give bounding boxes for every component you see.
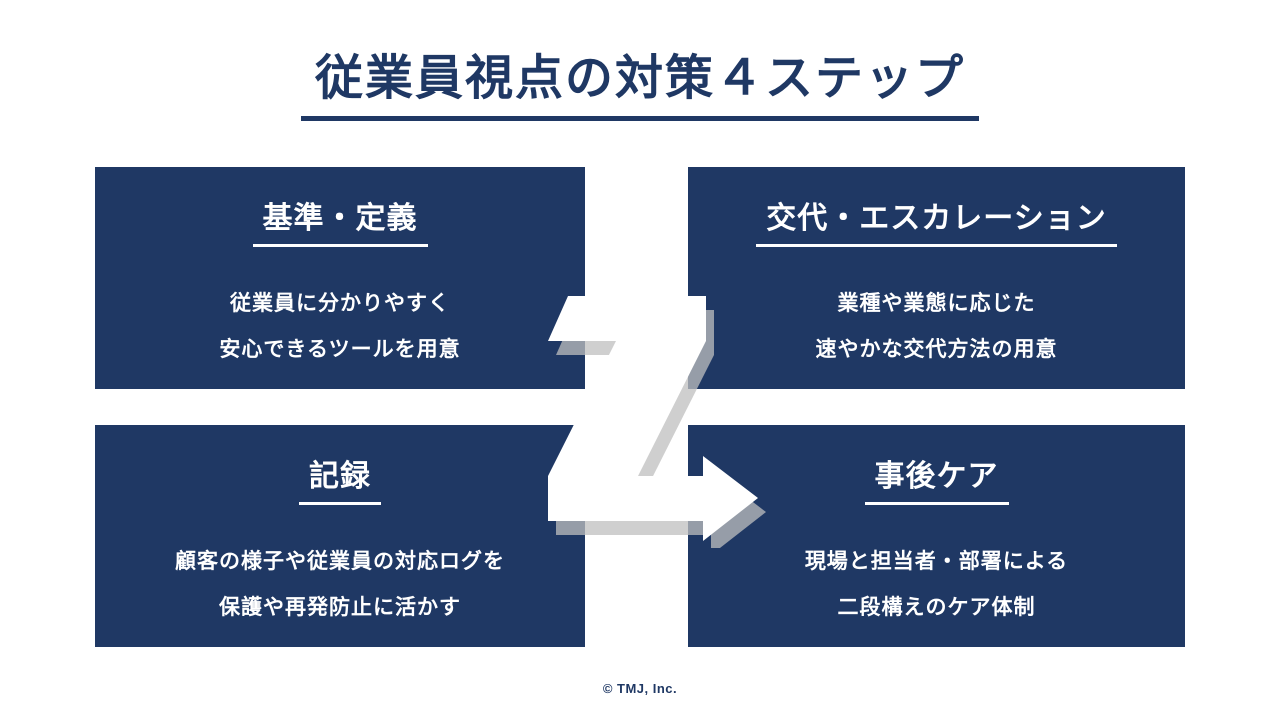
step-box-records: 記録 顧客の様子や従業員の対応ログを 保護や再発防止に活かす: [95, 425, 585, 647]
step-body-line: 二段構えのケア体制: [837, 596, 1036, 619]
step-heading: 基準・定義: [252, 193, 428, 247]
step-body: 業種や業態に応じた 速やかな交代方法の用意: [816, 281, 1058, 373]
step-box-after-care: 事後ケア 現場と担当者・部署による 二段構えのケア体制: [688, 425, 1185, 647]
copyright-footer: © TMJ, Inc.: [602, 681, 678, 696]
step-body-line: 顧客の様子や従業員の対応ログを: [175, 550, 505, 573]
step-heading: 記録: [299, 451, 381, 505]
step-body-line: 保護や再発防止に活かす: [219, 596, 461, 619]
step-body: 従業員に分かりやすく 安心できるツールを用意: [219, 281, 460, 373]
step-body-line: 速やかな交代方法の用意: [815, 338, 1058, 361]
step-heading: 事後ケア: [864, 451, 1009, 505]
step-box-standards-definition: 基準・定義 従業員に分かりやすく 安心できるツールを用意: [95, 167, 585, 389]
step-body-line: 現場と担当者・部署による: [804, 550, 1069, 573]
step-body-line: 業種や業態に応じた: [837, 292, 1036, 315]
slide-title-wrap: 従業員視点の対策４ステップ: [0, 38, 1280, 121]
step-body-line: 安心できるツールを用意: [219, 338, 461, 361]
step-body: 顧客の様子や従業員の対応ログを 保護や再発防止に活かす: [175, 539, 505, 631]
step-body-line: 従業員に分かりやすく: [229, 292, 450, 315]
step-box-substitution-escalation: 交代・エスカレーション 業種や業態に応じた 速やかな交代方法の用意: [688, 167, 1185, 389]
step-body: 現場と担当者・部署による 二段構えのケア体制: [805, 539, 1068, 631]
step-heading: 交代・エスカレーション: [756, 193, 1117, 247]
slide-title: 従業員視点の対策４ステップ: [300, 38, 979, 121]
